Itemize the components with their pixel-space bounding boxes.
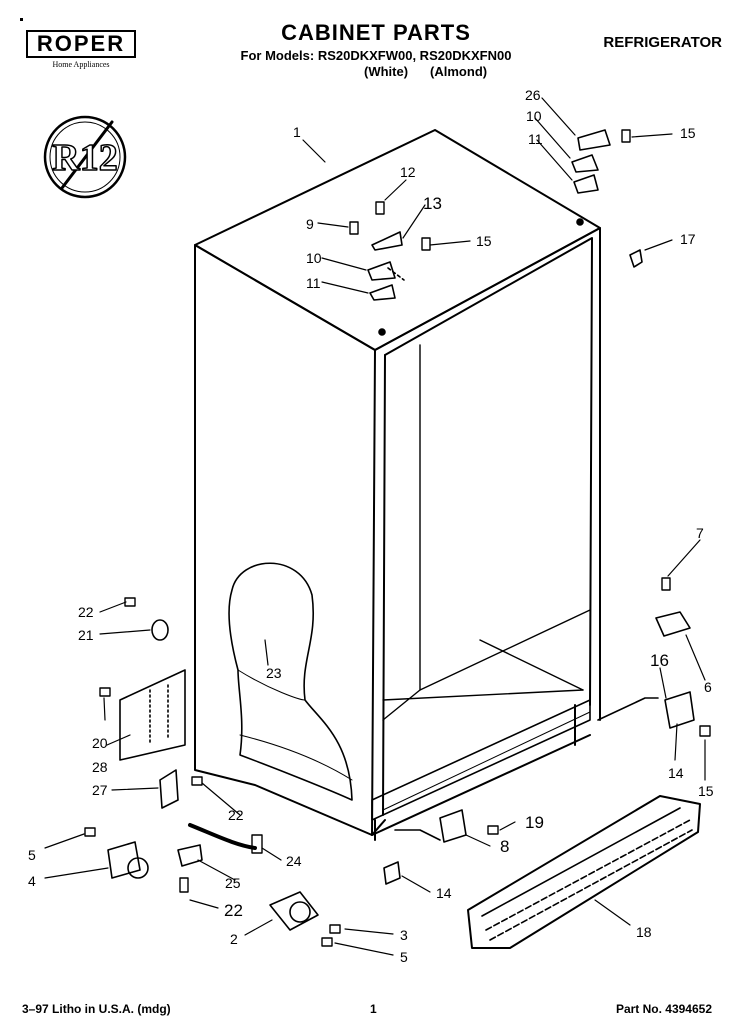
callout-4: 4 bbox=[28, 873, 36, 889]
logo-tagline: Home Appliances bbox=[52, 60, 110, 69]
callout-28: 28 bbox=[92, 759, 108, 775]
left-side-parts bbox=[84, 597, 341, 947]
callout-26: 26 bbox=[525, 87, 541, 103]
callout-labels: 1 12 13 9 15 10 11 26 10 11 15 17 22 21 … bbox=[28, 87, 714, 965]
model-variants: (White) (Almond) bbox=[364, 64, 509, 79]
logo-text: ROPER bbox=[26, 30, 136, 58]
r12-badge-text: R12 bbox=[52, 137, 117, 179]
callout-10-right: 10 bbox=[526, 108, 542, 124]
variant-white: (White) bbox=[364, 64, 409, 79]
callout-27: 27 bbox=[92, 782, 108, 798]
callout-14-right: 14 bbox=[668, 765, 684, 781]
callout-23: 23 bbox=[266, 665, 282, 681]
cabinet-body bbox=[194, 129, 601, 841]
callout-14-lower: 14 bbox=[436, 885, 452, 901]
callout-2: 2 bbox=[230, 931, 238, 947]
callout-15-lower: 15 bbox=[698, 783, 714, 799]
r12-badge: R12 bbox=[43, 115, 127, 199]
callout-15-right: 15 bbox=[680, 125, 696, 141]
callout-22-middle: 22 bbox=[228, 807, 244, 823]
callout-20: 20 bbox=[92, 735, 108, 751]
leader-lines bbox=[44, 97, 706, 956]
callout-3: 3 bbox=[400, 927, 408, 943]
right-bottom-parts bbox=[383, 577, 711, 949]
roper-logo: ROPER Home Appliances bbox=[26, 30, 136, 69]
callout-19: 19 bbox=[525, 813, 544, 832]
callout-9: 9 bbox=[306, 216, 314, 232]
callout-5-left: 5 bbox=[28, 847, 36, 863]
callout-11-right: 11 bbox=[528, 131, 543, 147]
printing-info: 3–97 Litho in U.S.A. (mdg) bbox=[22, 1002, 171, 1016]
callout-22-upper: 22 bbox=[78, 604, 94, 620]
callout-24: 24 bbox=[286, 853, 302, 869]
page-number: 1 bbox=[370, 1002, 377, 1016]
callout-5-lower: 5 bbox=[400, 949, 408, 965]
page-title: CABINET PARTS bbox=[281, 20, 471, 45]
top-hinge-center bbox=[349, 201, 431, 336]
callout-21: 21 bbox=[78, 627, 94, 643]
callout-18: 18 bbox=[636, 924, 652, 940]
callout-15-center: 15 bbox=[476, 233, 492, 249]
callout-25: 25 bbox=[225, 875, 241, 891]
callout-17: 17 bbox=[680, 231, 696, 247]
callout-22-lower: 22 bbox=[224, 901, 243, 920]
callout-1: 1 bbox=[293, 124, 301, 140]
callout-6: 6 bbox=[704, 679, 712, 695]
models-line: For Models: RS20DKXFW00, RS20DKXFN00 bbox=[240, 48, 512, 63]
part-number: Part No. 4394652 bbox=[615, 1002, 712, 1016]
callout-10-center: 10 bbox=[306, 250, 322, 266]
variant-almond: (Almond) bbox=[430, 64, 488, 79]
product-type: REFRIGERATOR bbox=[603, 34, 722, 51]
callout-12: 12 bbox=[400, 164, 416, 180]
callout-11-center: 11 bbox=[306, 275, 321, 291]
callout-13: 13 bbox=[423, 194, 442, 213]
top-hinge-right bbox=[571, 129, 643, 268]
callout-7: 7 bbox=[696, 525, 704, 541]
callout-16: 16 bbox=[650, 651, 669, 670]
callout-8: 8 bbox=[500, 837, 509, 856]
corner-mark bbox=[20, 18, 23, 21]
